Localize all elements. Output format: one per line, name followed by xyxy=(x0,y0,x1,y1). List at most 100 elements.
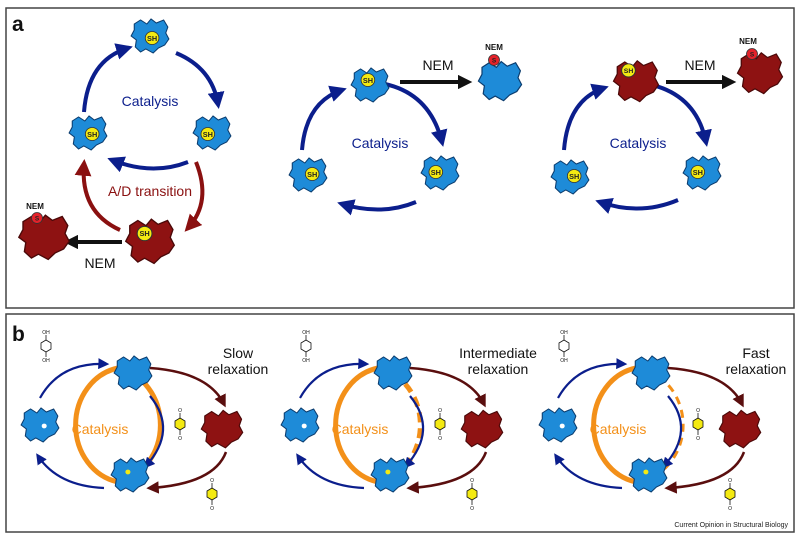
relaxation-label: Intermediate xyxy=(459,345,537,361)
svg-text:SH: SH xyxy=(624,68,634,75)
relaxation-label: relaxation xyxy=(468,361,529,377)
hydroquinone-icon: OH OH xyxy=(558,330,570,364)
enzyme-blob-icon: SH xyxy=(350,67,390,103)
enzyme-blob-icon: SH xyxy=(68,115,108,151)
svg-text:S: S xyxy=(35,216,40,223)
svg-text:O: O xyxy=(696,408,700,414)
credit-text: Current Opinion in Structural Biology xyxy=(674,522,788,529)
catalysis-label: Catalysis xyxy=(122,93,179,109)
blue-arc-right xyxy=(403,395,425,469)
blue-arc-bottom xyxy=(36,453,105,490)
sh-group-icon: SH xyxy=(136,225,153,242)
enzyme-blob-icon xyxy=(460,409,504,449)
svg-text:O: O xyxy=(470,478,474,484)
catalysis-arc-top-right xyxy=(175,51,225,109)
enzyme-blob-icon: SH xyxy=(192,115,232,151)
blue-arc-top xyxy=(557,358,628,399)
catalysis-ring xyxy=(73,365,119,485)
svg-text:O: O xyxy=(210,506,214,512)
svg-text:O: O xyxy=(438,436,442,442)
ad-transition-label: A/D transition xyxy=(108,183,192,199)
enzyme-blob-icon: SH xyxy=(288,157,328,193)
svg-text:SH: SH xyxy=(147,35,157,43)
catalysis-label: Catalysis xyxy=(352,135,409,151)
nem-tag: NEM xyxy=(739,37,757,46)
panel-a-letter: a xyxy=(12,13,24,36)
relaxation-arc-bottom xyxy=(664,451,746,494)
catalysis-arc-bottom xyxy=(107,156,189,173)
enzyme-blob-icon xyxy=(280,407,320,443)
svg-text:SH: SH xyxy=(363,77,373,85)
catalysis-label: Catalysis xyxy=(72,421,129,437)
svg-text:O: O xyxy=(210,478,214,484)
svg-text:SH: SH xyxy=(431,169,441,177)
quinone-icon: OO xyxy=(174,408,186,442)
enzyme-blob-icon: SH xyxy=(420,155,460,191)
relaxation-label: Slow xyxy=(223,345,254,361)
panel-a-cycle-2: Catalysis NEM SH SH SH S NEM xyxy=(288,43,523,216)
blue-arc-bottom xyxy=(554,453,623,490)
svg-text:SH: SH xyxy=(203,131,213,139)
nem-adduct-icon: S NEM xyxy=(739,37,758,60)
svg-text:SH: SH xyxy=(693,169,703,177)
quinone-icon: OO xyxy=(434,408,446,442)
nem-adduct-icon: S NEM xyxy=(485,43,503,66)
panel-a-frame xyxy=(5,7,795,309)
sh-group-icon: SH xyxy=(621,63,636,78)
relaxation-arc-bottom xyxy=(406,451,488,494)
catalysis-label: Catalysis xyxy=(610,135,667,151)
svg-text:O: O xyxy=(178,408,182,414)
panel-a-cycle-3: Catalysis NEM SH SH SH S NEM xyxy=(550,37,784,214)
svg-text:SH: SH xyxy=(139,229,149,238)
panel-a-cycle-1: Catalysis A/D transition NEM SH SH SH SH… xyxy=(18,18,232,271)
nem-tag: NEM xyxy=(26,202,44,211)
svg-text:O: O xyxy=(728,506,732,512)
sh-group-icon: SH xyxy=(360,73,376,87)
relaxation-label: relaxation xyxy=(208,361,269,377)
nem-label: NEM xyxy=(84,255,115,271)
blue-arc-right xyxy=(143,395,165,469)
svg-text:OH: OH xyxy=(560,358,568,364)
enzyme-blob-icon: SH xyxy=(125,218,175,265)
svg-text:O: O xyxy=(696,436,700,442)
panel-b-letter: b xyxy=(12,323,25,346)
svg-text:OH: OH xyxy=(302,330,310,336)
relaxation-label: Fast xyxy=(742,345,769,361)
nem-tag: NEM xyxy=(485,43,503,52)
enzyme-blob-icon xyxy=(477,60,523,102)
ad-transition-arc-right xyxy=(184,161,205,232)
nem-label: NEM xyxy=(684,57,715,73)
enzyme-blob-icon xyxy=(628,457,668,493)
relaxation-arc-top xyxy=(149,366,226,408)
enzyme-blob-icon xyxy=(631,355,671,391)
blue-arc-bottom xyxy=(296,453,365,490)
svg-text:O: O xyxy=(728,478,732,484)
catalysis-ring xyxy=(591,365,637,485)
sh-group-icon: SH xyxy=(200,127,216,141)
svg-text:O: O xyxy=(470,506,474,512)
enzyme-blob-icon xyxy=(538,407,578,443)
blue-arc-top xyxy=(39,358,110,399)
svg-text:S: S xyxy=(492,58,497,65)
enzyme-blob-icon xyxy=(370,457,410,493)
panel-b-frame xyxy=(5,313,795,533)
blue-arc-right xyxy=(661,395,683,469)
catalysis-label: Catalysis xyxy=(590,421,647,437)
enzyme-blob-icon xyxy=(110,457,150,493)
svg-text:OH: OH xyxy=(42,330,50,336)
enzyme-blob-icon xyxy=(200,409,244,449)
sh-group-icon: SH xyxy=(304,167,320,181)
enzyme-blob-icon xyxy=(736,52,784,95)
blue-arc-top xyxy=(299,358,370,399)
sh-group-icon: SH xyxy=(566,169,582,183)
sh-group-icon: SH xyxy=(84,127,100,141)
relaxation-label: relaxation xyxy=(726,361,787,377)
svg-text:OH: OH xyxy=(560,330,568,336)
sh-group-icon: SH xyxy=(428,165,444,179)
enzyme-blob-icon: SH xyxy=(612,60,660,103)
nem-adduct-icon: S NEM xyxy=(26,202,44,224)
quinone-icon: OO xyxy=(692,408,704,442)
